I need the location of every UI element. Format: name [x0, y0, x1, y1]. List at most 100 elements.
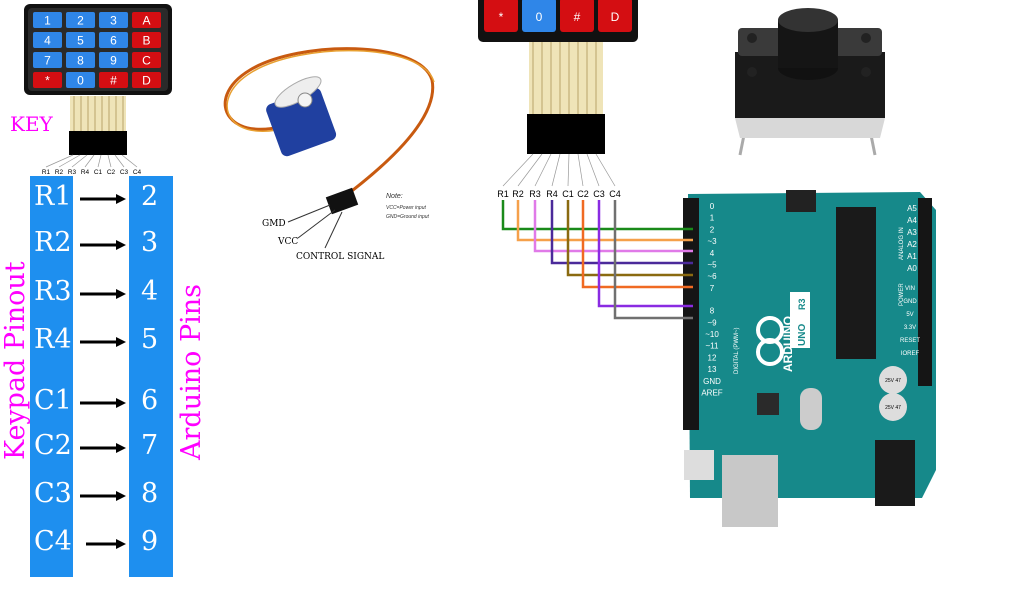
- arrow-icon: [116, 539, 126, 549]
- arduino-pins-title: Arduino Pins: [176, 284, 207, 461]
- wire-r4: [550, 200, 693, 265]
- arduino-pin: 5: [141, 324, 158, 355]
- arrow-icon: [116, 398, 126, 408]
- keypad-key-label: C: [142, 54, 151, 68]
- digital-pin-label: 8: [710, 307, 715, 316]
- wire-r3: [533, 200, 693, 253]
- keypad-key-label: D: [142, 74, 151, 88]
- keypad-key-label: 0: [77, 74, 84, 88]
- keypad-pin-label: C4: [133, 169, 142, 176]
- arrow-icon: [116, 337, 126, 347]
- keypad-key: *: [484, 0, 518, 32]
- arrow-icon: [116, 443, 126, 453]
- power-pin-label: RESET: [900, 338, 920, 344]
- keypad-pinout-title: Keypad Pinout: [0, 261, 31, 460]
- keypad-key-label: 7: [44, 54, 51, 68]
- digital-pin-label: ~6: [707, 272, 717, 281]
- keypad-pin-label: R2: [55, 169, 64, 176]
- wire-c4: [613, 200, 693, 320]
- keypad-pin: C4: [34, 526, 72, 557]
- power-jack: [875, 440, 915, 506]
- usb-port: [722, 455, 778, 527]
- keypad-key: D: [132, 72, 161, 88]
- wire-r2: [516, 200, 693, 242]
- keypad-key: 9: [99, 52, 128, 68]
- wire-c2: [581, 200, 693, 289]
- arrow-icon: [116, 289, 126, 299]
- keypad-key: 4: [33, 32, 62, 48]
- keypad-key: A: [132, 12, 161, 28]
- atmega-chip: [836, 207, 876, 359]
- keypad-pin-label: R1: [42, 169, 51, 176]
- arduino-pin: 9: [141, 526, 158, 557]
- arduino-pins-column: [129, 176, 173, 577]
- keypad-key-label: *: [45, 74, 50, 88]
- keypad-key: 0: [66, 72, 95, 88]
- keypad-key: D: [598, 0, 632, 32]
- keypad-key: 0: [522, 0, 556, 32]
- keypad-key-label: 5: [77, 34, 84, 48]
- wire-c1: [566, 200, 693, 277]
- servo-note-title: Note:: [386, 193, 403, 200]
- analog-label: ANALOG IN: [899, 227, 905, 260]
- keypad2-pin-label: R4: [546, 189, 558, 199]
- keypad-pin-label: C2: [107, 169, 116, 176]
- digital-pin-label: ~5: [707, 261, 717, 270]
- servo-gmd-label: GMD: [262, 219, 286, 229]
- keypad-pin: C3: [34, 478, 72, 509]
- keypad-key: 3: [99, 12, 128, 28]
- keypad-key: *: [33, 72, 62, 88]
- keypad-key-label: #: [574, 10, 581, 24]
- board-rev: R3: [797, 298, 807, 310]
- reset-button: [684, 450, 714, 480]
- push-button: [735, 8, 885, 156]
- keypad-pin: R3: [34, 276, 72, 307]
- keypad2-pin-label: C4: [609, 189, 621, 199]
- arrow-icon: [116, 194, 126, 204]
- keypad-key-label: 4: [44, 34, 51, 48]
- keypad-pin-label: C3: [120, 169, 129, 176]
- keypad-key: C: [132, 52, 161, 68]
- power-pin-label: IOREF: [901, 351, 920, 357]
- keypad-key-label: *: [499, 10, 504, 24]
- keypad-key-label: 0: [536, 10, 543, 24]
- keypad-pinout-column: [30, 176, 73, 577]
- keypad-key-label: B: [142, 34, 150, 48]
- analog-pin-label: A4: [907, 216, 917, 225]
- digital-pin-label: ~11: [706, 342, 720, 351]
- keypad2-pin-label: R2: [512, 189, 524, 199]
- keypad-key-label: 3: [110, 14, 117, 28]
- servo-note-vcc: VCC=Power input: [386, 205, 426, 211]
- analog-pin-label: A0: [907, 264, 917, 273]
- keypad-wires: [501, 200, 693, 320]
- arduino-pin: 2: [141, 181, 158, 212]
- keypad-key: 5: [66, 32, 95, 48]
- digital-pin-label: 13: [708, 365, 717, 374]
- keypad-pin-label: R4: [81, 169, 90, 176]
- keypad-key-label: 8: [77, 54, 84, 68]
- keypad-key-label: 6: [110, 34, 117, 48]
- keypad-key: 7: [33, 52, 62, 68]
- keypad-key-label: 9: [110, 54, 117, 68]
- digital-pin-label: 2: [710, 225, 715, 234]
- keypad2-pin-label: C2: [577, 189, 589, 199]
- digital-pin-label: GND: [703, 377, 721, 386]
- keypad-key-label: A: [142, 14, 150, 28]
- digital-pin-label: ~3: [707, 237, 717, 246]
- power-pin-label: 5V: [906, 312, 913, 318]
- wire-c3: [597, 200, 693, 308]
- power-pin-label: VIN: [905, 286, 915, 292]
- keypad2-pin-label: C3: [593, 189, 605, 199]
- keypad-key-label: #: [110, 74, 117, 88]
- power-label: POWER: [899, 283, 905, 306]
- keypad-key: 6: [99, 32, 128, 48]
- digital-pin-label: 7: [710, 284, 715, 293]
- arduino-pin: 3: [141, 227, 158, 258]
- wire-r1: [501, 200, 693, 231]
